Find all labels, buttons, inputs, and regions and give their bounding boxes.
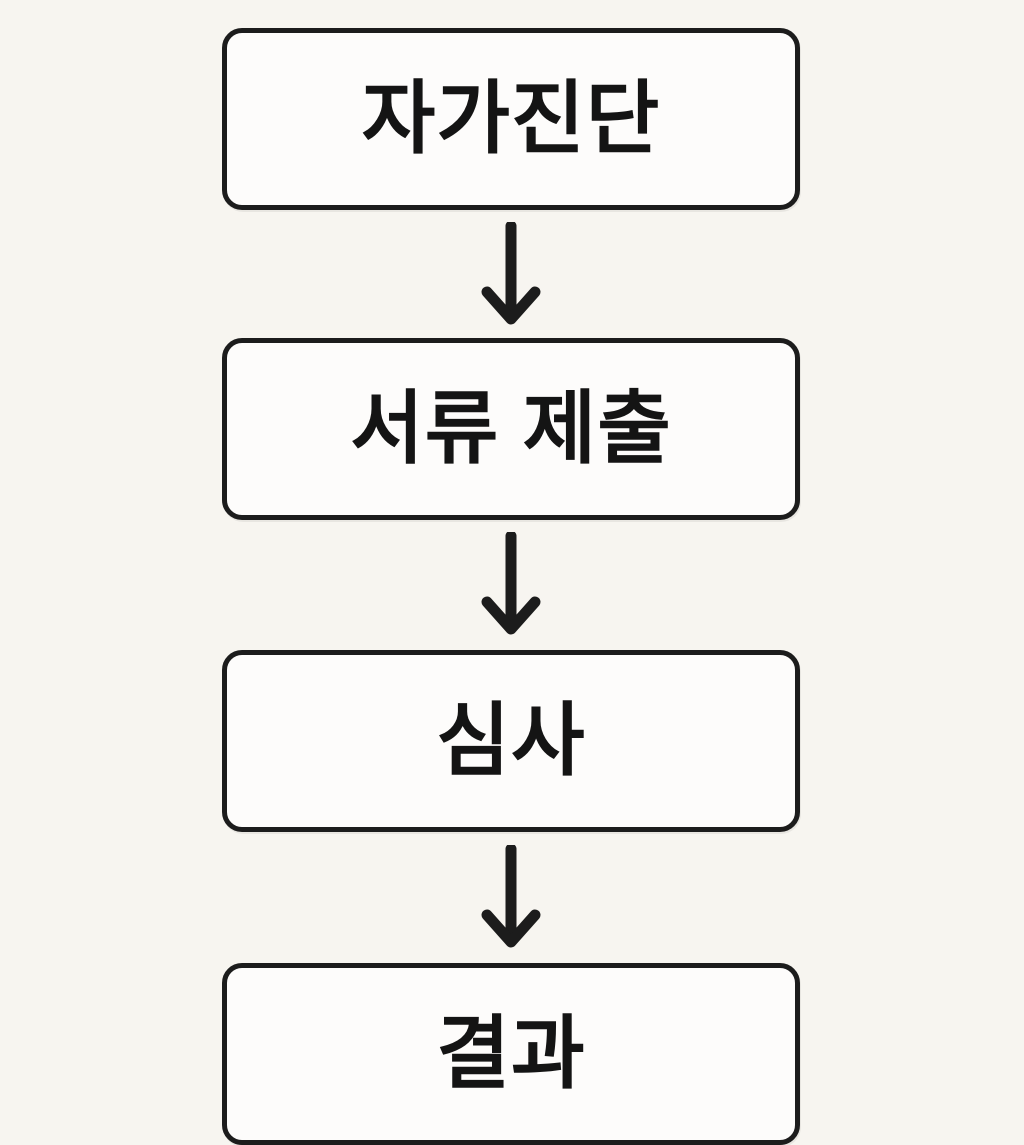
flow-node-label: 심사 [436, 696, 586, 785]
flow-node-label: 자가진단 [361, 74, 661, 163]
arrow-down-icon [478, 845, 544, 957]
flow-node-review[interactable]: 심사 [222, 650, 800, 832]
flow-node-result[interactable]: 결과 [222, 963, 800, 1145]
flow-node-self-diagnosis[interactable]: 자가진단 [222, 28, 800, 210]
arrow-down-icon [478, 222, 544, 334]
flow-node-label: 서류 제출 [350, 384, 672, 473]
flow-node-document-submission[interactable]: 서류 제출 [222, 338, 800, 520]
flowchart-canvas: 자가진단 서류 제출 심사 결과 [222, 28, 800, 1145]
arrow-down-icon [478, 532, 544, 644]
flow-node-label: 결과 [436, 1009, 586, 1098]
